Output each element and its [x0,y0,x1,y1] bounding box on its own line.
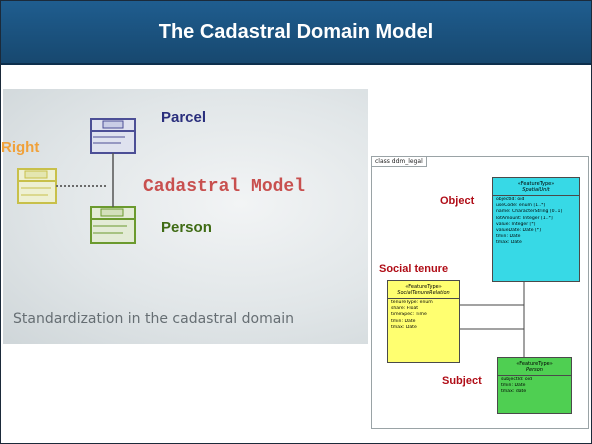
attribute: tmin: Date [496,234,521,240]
spatial-unit-attributes: objectId: oid useCode: enum [1..*] name:… [493,196,579,248]
attribute: valueDate: Date [*] [496,228,541,234]
attribute: name: CharacterString [0..1] [496,209,563,215]
attribute: objectId: oid [496,197,525,202]
right-label: Right [1,139,40,156]
person-attributes: subjectId: oid tmin: Date tmax: date [498,376,571,397]
social-tenure-label: Social tenure [379,263,449,275]
title-bar: The Cadastral Domain Model [1,1,591,65]
person-label: Person [161,219,212,236]
attribute: tenureType: enum [391,300,433,305]
uml-frame-label: class ddm_legal [372,157,427,167]
person-stereotype: «FeatureType» [516,361,553,367]
attribute: tmin: Date [391,318,416,324]
uml-associations [460,282,525,357]
social-tenure-name: SocialTenureRelation [397,290,450,296]
social-tenure-relation-class: «FeatureType» SocialTenureRelation tenur… [387,280,460,363]
social-tenure-header: «FeatureType» SocialTenureRelation [388,281,459,299]
person-header: «FeatureType» Person [498,358,571,376]
spatial-unit-stereotype: «FeatureType» [517,181,555,187]
person-name: Person [526,367,543,373]
attribute: useCode: enum [1..*] [496,203,546,209]
sketch-drawing [17,118,136,244]
subject-label: Subject [442,375,482,387]
parcel-box-icon [90,118,136,154]
parcel-label: Parcel [161,109,207,126]
person-box-icon [90,206,136,244]
attribute: tmin: Date [501,383,526,389]
object-label: Object [440,195,475,207]
sketch-panel: Parcel Cadastral Model Person Standardiz… [3,89,368,344]
attribute: share: Float [391,306,419,312]
social-tenure-stereotype: «FeatureType» [405,284,442,290]
person-class: «FeatureType» Person subjectId: oid tmin… [497,357,572,414]
attribute: tmax: Date [391,324,417,330]
slide-title: The Cadastral Domain Model [158,21,434,43]
spatial-unit-name: SpatialUnit [522,187,550,193]
attribute: tmax: Date [496,240,522,246]
uml-diagram-frame: class ddm_legal «FeatureType» SpatialUni… [371,156,589,429]
spatial-unit-class: «FeatureType» SpatialUnit objectId: oid … [492,177,580,282]
cadastral-model-label: Cadastral Model [143,177,306,197]
attribute: value: Integer [*] [496,221,536,227]
attribute: subjectId: oid [501,377,532,382]
right-box-icon [17,168,57,204]
attribute: lotAmount: Integer [1..*] [496,215,553,221]
sketch-caption: Standardization in the cadastral domain [13,311,295,327]
spatial-unit-header: «FeatureType» SpatialUnit [493,178,579,196]
attribute: timeSpec: Time [391,312,427,318]
social-tenure-attributes: tenureType: enum share: Float timeSpec: … [388,299,459,332]
attribute: tmax: date [501,389,527,395]
